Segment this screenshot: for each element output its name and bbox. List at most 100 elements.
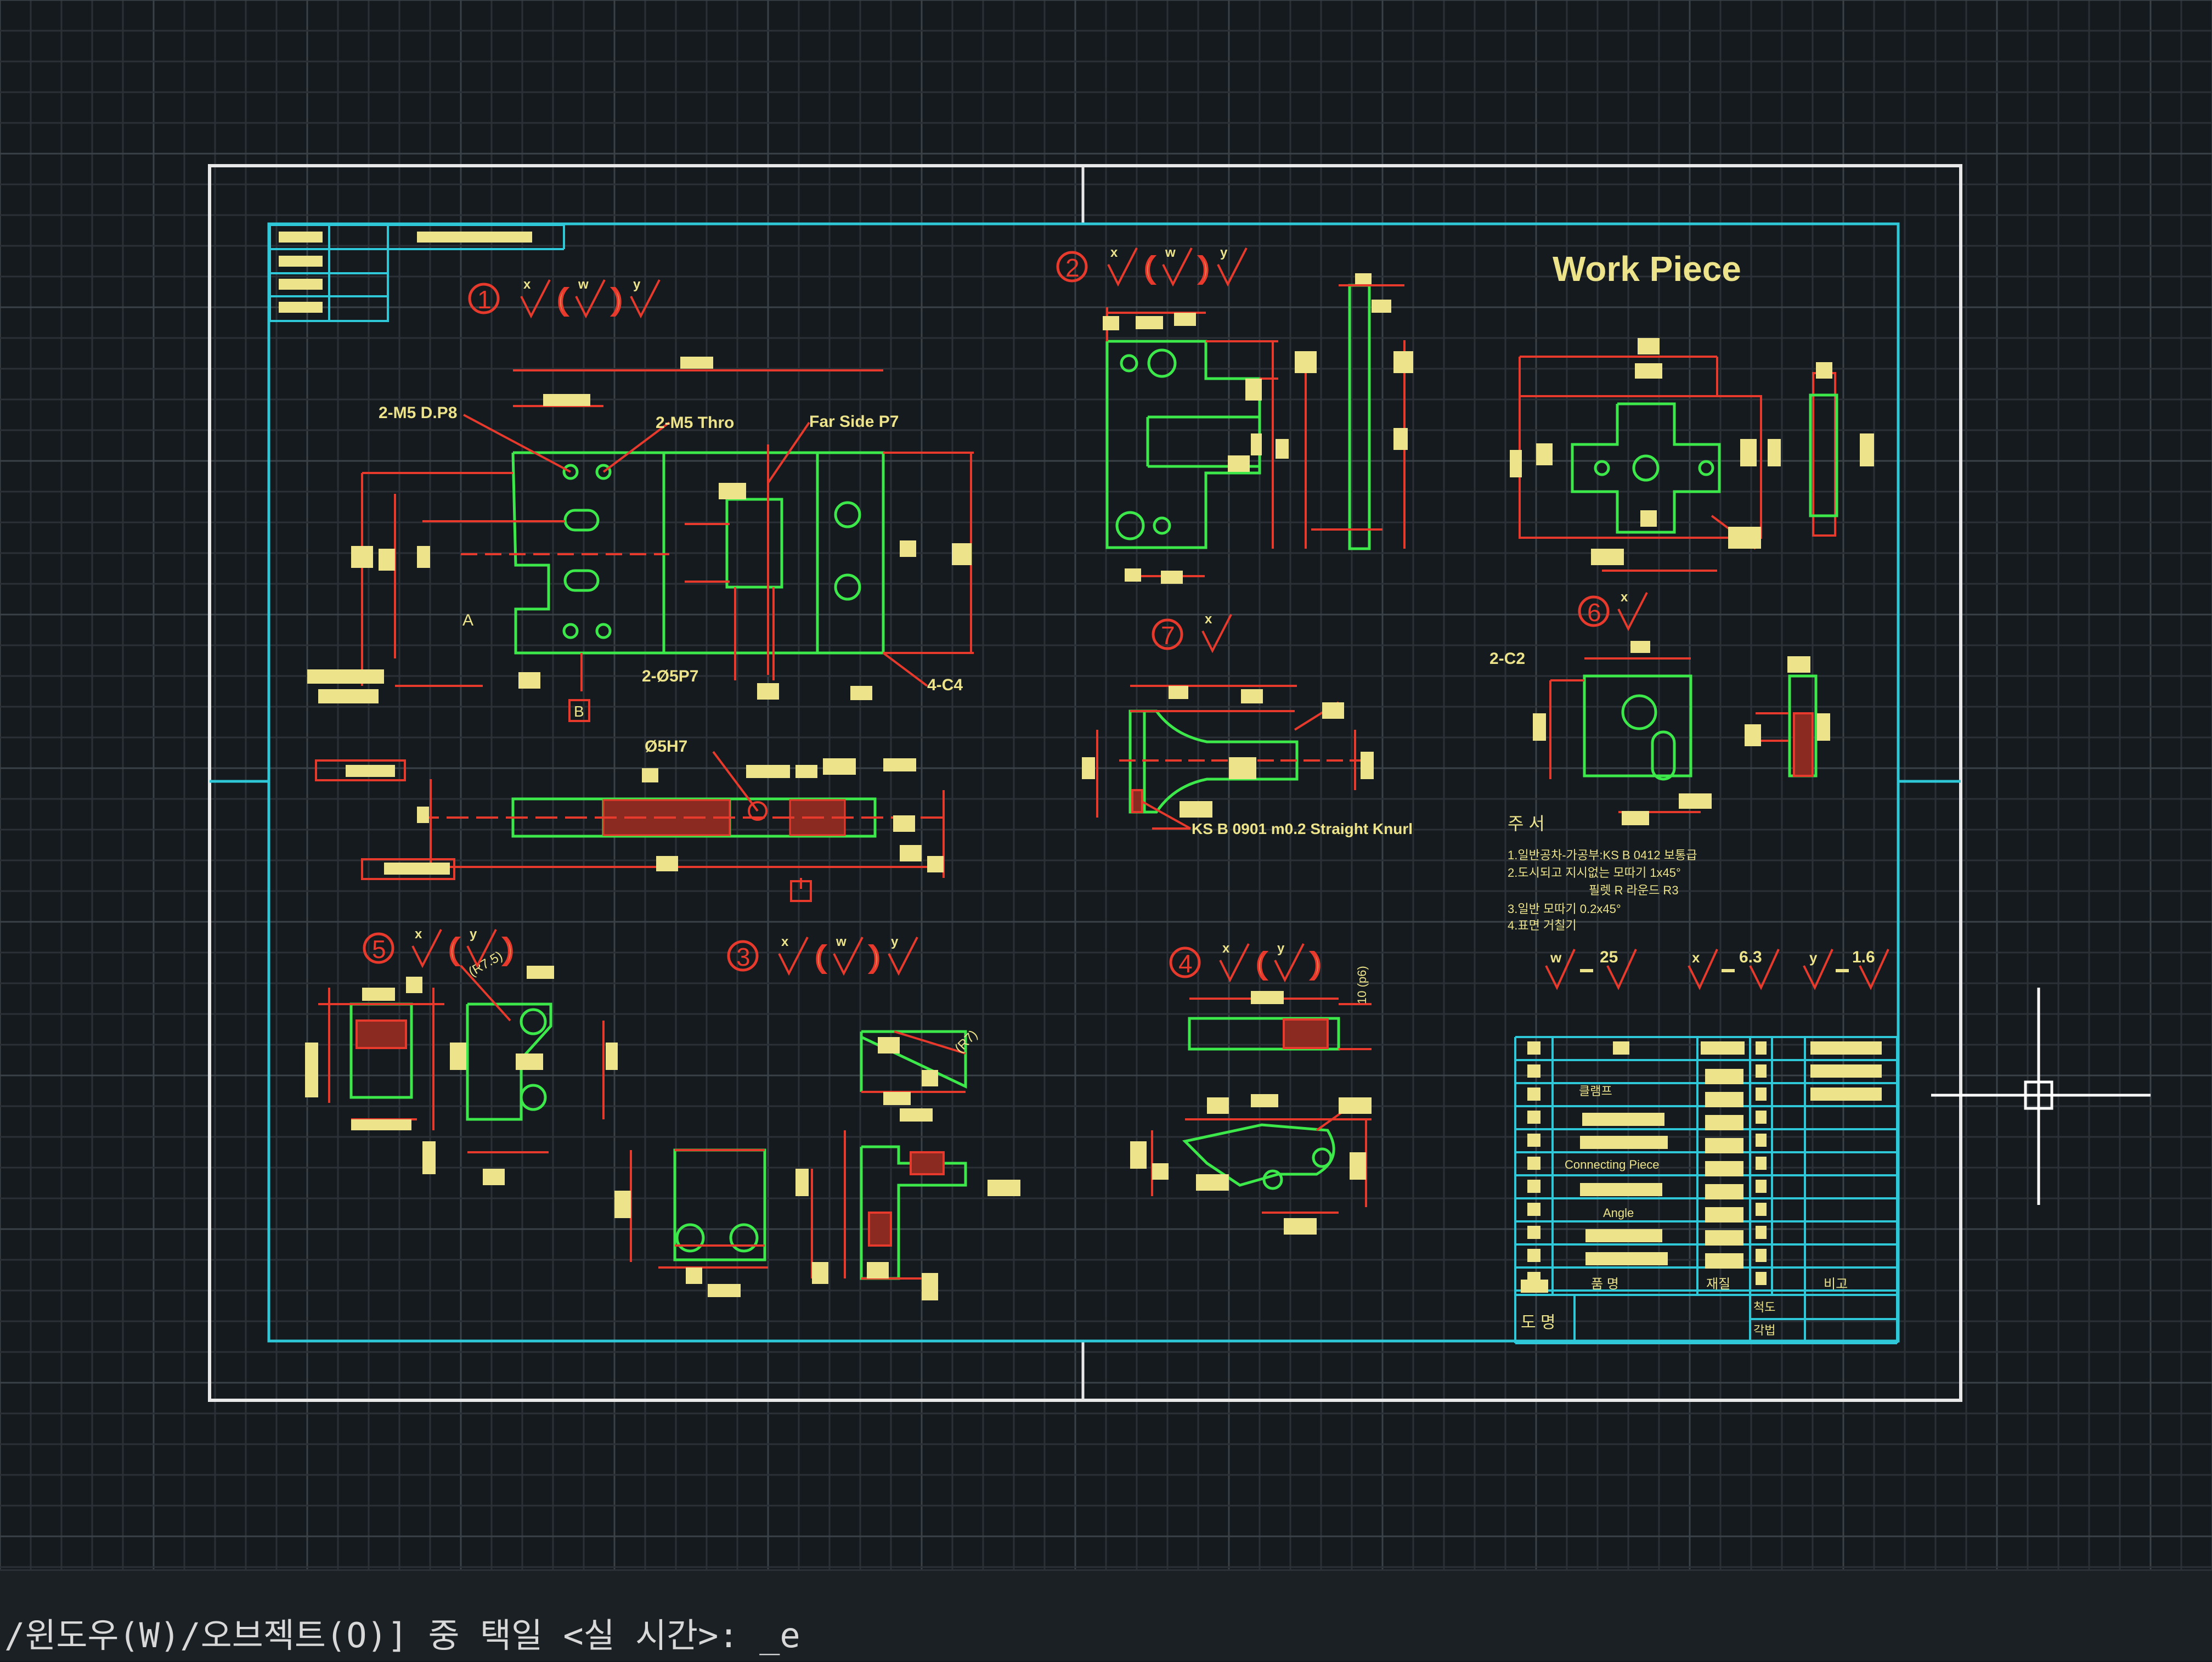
- roughness-parenthesis: (: [1144, 251, 1154, 284]
- roughness-symbol-mark: [466, 929, 497, 968]
- legend-value-1-6: 1.6: [1852, 948, 1875, 966]
- view-number: 2: [1065, 253, 1080, 282]
- work-piece-dimension-values: [1510, 338, 1874, 565]
- roughness-symbol-mark: [1274, 943, 1305, 983]
- view-4[interactable]: 4 10 (p6): [1130, 947, 1372, 1235]
- drawing-title: Work Piece: [1553, 249, 1741, 289]
- view-7-dimension-values: [1082, 686, 1374, 818]
- parts-list-item-angle: Angle: [1603, 1206, 1634, 1220]
- datum-a: A: [462, 611, 473, 629]
- title-block-label-remarks: 비고: [1824, 1277, 1848, 1292]
- legend-symbol-w: w: [1550, 949, 1562, 966]
- roughness-parenthesis: ): [612, 283, 622, 316]
- parts-list-item-connecting-piece: Connecting Piece: [1565, 1158, 1659, 1171]
- legend-value-6-3: 6.3: [1739, 948, 1762, 966]
- roughness-symbol-letter: w: [1165, 245, 1176, 260]
- roughness-parenthesis: (: [557, 283, 567, 316]
- dimension-lines: [318, 965, 605, 1153]
- part-outline: [673, 1030, 967, 1280]
- title-block-label-projection: 각법: [1753, 1323, 1775, 1337]
- roughness-symbol-mark: [833, 937, 864, 976]
- parts-list-item-clamp: 클램프: [1579, 1084, 1612, 1098]
- callout-2-c2: 2-C2: [1489, 650, 1525, 668]
- note-3: 3.일반 모따기 0.2x45°: [1508, 902, 1621, 916]
- view-number-circle: [1056, 251, 1088, 283]
- view-number-circle: [468, 283, 500, 314]
- view-number-circle: [1578, 595, 1610, 627]
- roughness-symbol-letter: y: [1277, 941, 1285, 956]
- roughness-symbol-letter: x: [415, 927, 422, 942]
- work-piece-view[interactable]: [1510, 338, 1874, 572]
- roughness-symbol-letter: y: [470, 927, 477, 942]
- roughness-symbol-mark: [1217, 247, 1248, 287]
- view-4-dimension-values: [1130, 991, 1372, 1235]
- roughness-parenthesis: (: [815, 940, 825, 973]
- callout-2-m5-thro: 2-M5 Thro: [656, 414, 734, 432]
- datum-b-box: [568, 699, 590, 722]
- roughness-parenthesis: ): [870, 940, 880, 973]
- legend-value-25: 25: [1600, 948, 1618, 966]
- roughness-symbol-mark: [1617, 592, 1648, 632]
- view-number: 3: [736, 943, 751, 971]
- callout-far-side: Far Side P7: [809, 413, 899, 431]
- command-prompt-text: /윈도우(W)/오브젝트(O)] 중 택일 <실 시간>: _e: [4, 1615, 800, 1655]
- roughness-symbol-letter: w: [836, 934, 847, 949]
- roughness-symbol-mark: [1219, 943, 1250, 983]
- roughness-symbol-letter: x: [1205, 612, 1212, 627]
- roughness-symbol-mark: [1107, 247, 1138, 287]
- view-1[interactable]: 1: [307, 283, 974, 756]
- datum-b: B: [574, 703, 584, 720]
- roughness-symbol-letter: y: [891, 934, 899, 949]
- title-block-label-name: 품 명: [1591, 1277, 1619, 1292]
- callout-d5h7: Ø5H7: [645, 737, 687, 756]
- roughness-symbol-mark: [520, 279, 551, 319]
- view-3-dimension-values: [614, 1037, 1020, 1300]
- view-number-circle: [1152, 618, 1183, 650]
- sheet-border: [208, 164, 1962, 1402]
- callout-2-d5p7: 2-Ø5P7: [642, 667, 698, 685]
- title-block: 클램프 Connecting Piece Angle 품 명 재질 비고 척도 …: [1514, 1036, 1898, 1344]
- revision-table: [269, 224, 565, 322]
- view-7[interactable]: 7 KS B 0901 m0.2 Straight Knurl: [1082, 618, 1413, 837]
- roughness-symbol-letter: x: [781, 934, 789, 949]
- drawing-frame: [267, 222, 1900, 1343]
- roughness-parenthesis: ): [504, 933, 514, 966]
- dimension-values: [307, 357, 972, 703]
- legend-symbol-x: x: [1692, 949, 1700, 966]
- view-2[interactable]: 2: [1056, 251, 1413, 584]
- roughness-symbol-letter: x: [1222, 941, 1230, 956]
- view-number-circle: [363, 932, 394, 964]
- roughness-parenthesis: ): [1311, 947, 1321, 980]
- callout-2-m5-dp8: 2-M5 D.P8: [379, 404, 457, 422]
- view-number: 1: [477, 285, 492, 314]
- view-number-circle: [1169, 947, 1201, 978]
- view-number: 7: [1161, 621, 1175, 650]
- background-grid: [0, 0, 2212, 1569]
- title-block-label-material: 재질: [1706, 1277, 1730, 1292]
- note-1: 1.일반공차-가공부:KS B 0412 보통급: [1508, 848, 1697, 862]
- roughness-legend: w 25 x 6.3 y 1.6: [1545, 948, 1889, 990]
- roughness-symbol-letter: x: [1621, 590, 1628, 605]
- roughness-symbol-mark: [411, 929, 442, 968]
- notes-section: 주 서 1.일반공차-가공부:KS B 0412 보통급 2.도시되고 지시없는…: [1508, 814, 1697, 932]
- view-6[interactable]: 6 2-C2: [1489, 595, 1830, 825]
- dimension-lines: [1151, 998, 1372, 1214]
- roughness-symbol-letter: x: [1110, 245, 1118, 260]
- roughness-symbol-letter: x: [523, 277, 531, 292]
- revision-table-text: [279, 232, 532, 313]
- part-outline: [511, 451, 885, 655]
- roughness-symbol-mark: [575, 279, 606, 319]
- roughness-symbol-mark: [1162, 247, 1193, 287]
- callout-knurl: KS B 0901 m0.2 Straight Knurl: [1192, 820, 1413, 837]
- roughness-symbol-mark: [888, 937, 918, 976]
- view-1-section: [315, 751, 945, 902]
- roughness-symbol-letter: y: [633, 277, 641, 292]
- part-outline: [1182, 1017, 1340, 1190]
- roughness-parenthesis: (: [1256, 947, 1266, 980]
- callout-10p6: 10 (p6): [1355, 966, 1369, 1004]
- view-3[interactable]: 3 (R7): [614, 940, 1020, 1300]
- command-line-bar[interactable]: [0, 1569, 2212, 1661]
